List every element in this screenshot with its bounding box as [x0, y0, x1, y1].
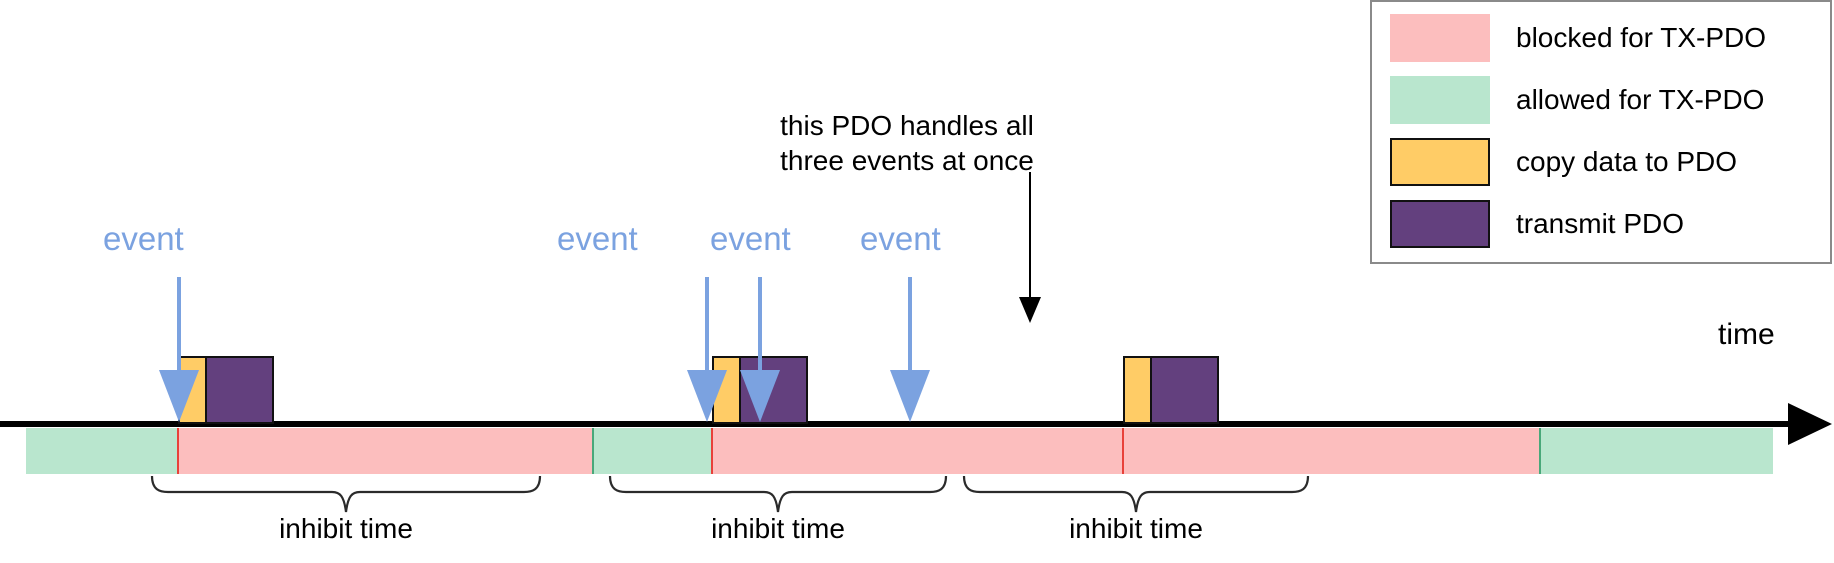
inhibit-brace-1	[150, 474, 542, 514]
band-divider-3	[711, 428, 713, 474]
legend-label-blocked: blocked for TX-PDO	[1516, 22, 1767, 53]
band-divider-2	[592, 428, 594, 474]
legend-swatch-transmit-icon	[1390, 200, 1490, 248]
legend-swatch-copy-icon	[1390, 138, 1490, 186]
band-divider-5	[1539, 428, 1541, 474]
pdo-annotation-line-2: three events at once	[780, 145, 1034, 177]
inhibit-brace-2	[608, 474, 948, 514]
copy-data-box-3	[1123, 356, 1153, 424]
annotation-arrow-stem	[1029, 172, 1031, 300]
band-divider-4	[1122, 428, 1124, 474]
event-arrow-stem-3	[758, 277, 762, 373]
pdo-annotation-text: this PDO handles all three events at onc…	[778, 108, 1036, 179]
legend-box: blocked for TX-PDO allowed for TX-PDO co…	[1370, 0, 1832, 264]
transmit-pdo-box-3	[1150, 356, 1219, 424]
event-label-4: event	[860, 220, 941, 257]
band-segment-allowed-1	[26, 428, 178, 474]
time-axis-line	[0, 421, 1790, 427]
inhibit-time-label-2: inhibit time	[711, 513, 845, 544]
legend-item-transmit: transmit PDO	[1390, 200, 1684, 248]
event-arrow-head-2	[687, 370, 727, 422]
legend-swatch-blocked-icon	[1390, 14, 1490, 62]
legend-item-blocked: blocked for TX-PDO	[1390, 14, 1766, 62]
band-divider-1	[177, 428, 179, 474]
band-segment-blocked-1	[178, 428, 593, 474]
event-arrow-stem-2	[705, 277, 709, 373]
band-segment-allowed-2	[593, 428, 712, 474]
event-label-3: event	[710, 220, 791, 257]
annotation-arrow-head	[1019, 297, 1041, 323]
band-segment-blocked-3	[1123, 428, 1540, 474]
transmit-pdo-box-1	[205, 356, 274, 424]
event-arrow-stem-4	[908, 277, 912, 373]
inhibit-time-label-1: inhibit time	[279, 513, 413, 544]
pdo-annotation-line-1: this PDO handles all	[780, 110, 1034, 141]
event-label-1: event	[103, 220, 184, 257]
event-arrow-head-4	[890, 370, 930, 422]
band-segment-blocked-2	[712, 428, 1123, 474]
band-segment-allowed-3	[1540, 428, 1773, 474]
legend-label-allowed: allowed for TX-PDO	[1516, 84, 1765, 115]
event-arrow-head-1	[159, 370, 199, 422]
time-axis-label: time	[1718, 318, 1775, 351]
legend-label-transmit: transmit PDO	[1516, 208, 1685, 239]
event-arrow-stem-1	[177, 277, 181, 373]
legend-item-allowed: allowed for TX-PDO	[1390, 76, 1764, 124]
inhibit-brace-3	[962, 474, 1310, 514]
legend-label-copy: copy data to PDO	[1516, 146, 1738, 177]
legend-swatch-allowed-icon	[1390, 76, 1490, 124]
time-axis-arrowhead	[1788, 403, 1832, 445]
event-label-2: event	[557, 220, 638, 257]
event-arrow-head-3	[740, 370, 780, 422]
legend-item-copy: copy data to PDO	[1390, 138, 1737, 186]
inhibit-time-label-3: inhibit time	[1069, 513, 1203, 544]
